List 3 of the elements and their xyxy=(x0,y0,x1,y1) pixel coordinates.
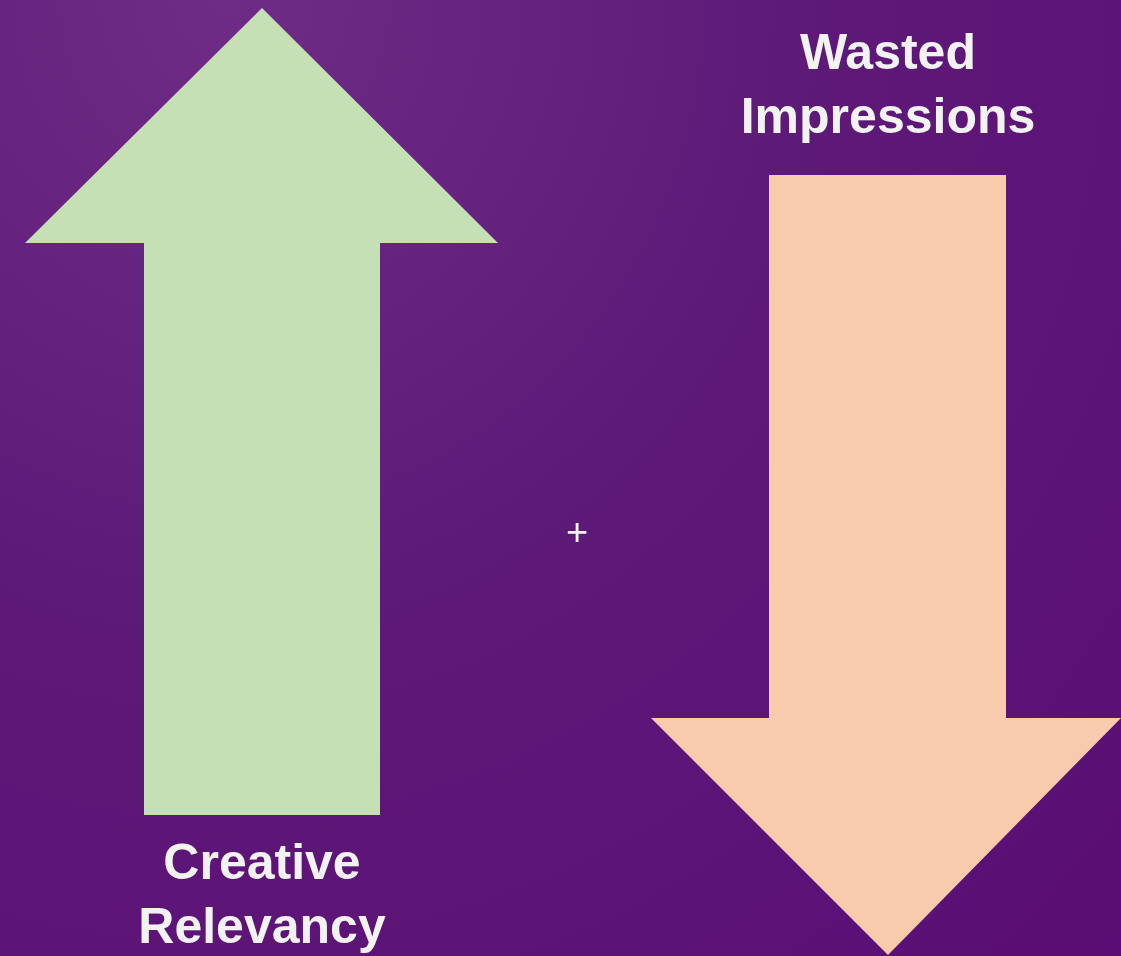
plus-sign: + xyxy=(564,510,590,555)
label-text: Creative Relevancy xyxy=(137,833,387,956)
label-text: Wasted Impressions xyxy=(739,23,1037,146)
